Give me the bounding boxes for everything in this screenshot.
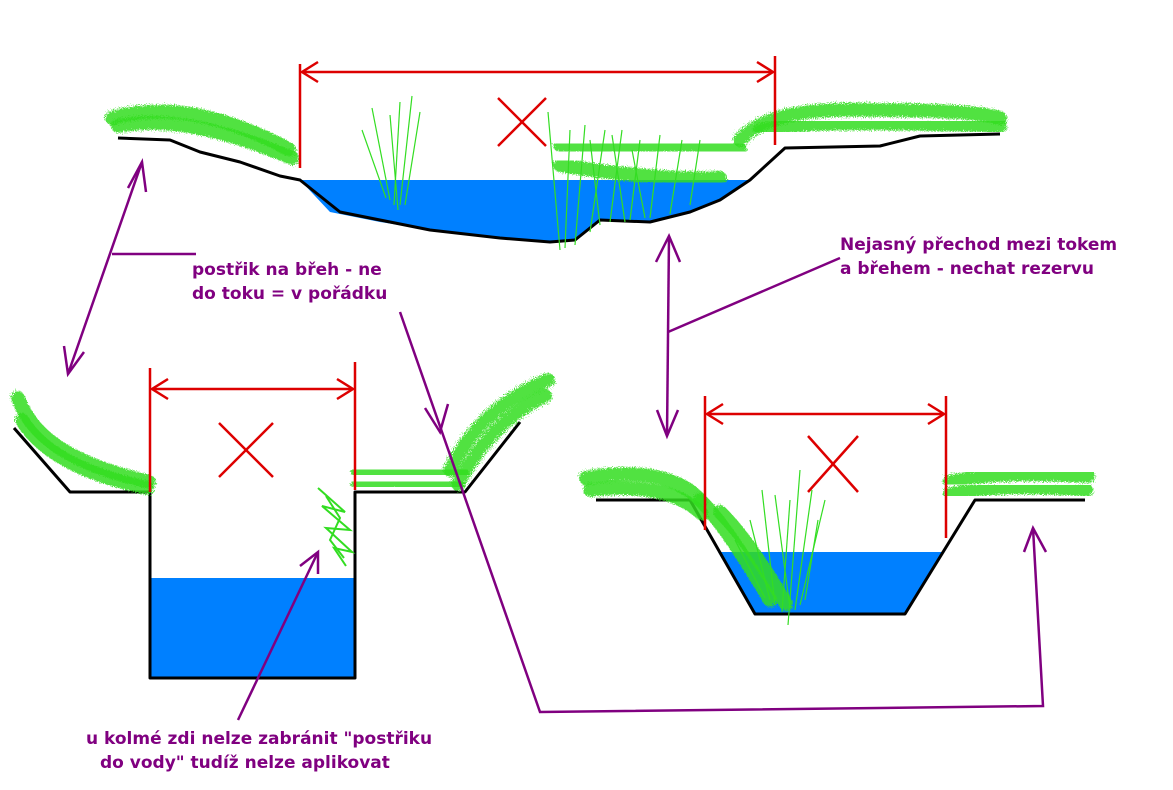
dimension-vertical [148, 362, 357, 492]
label-vertical-wall-line2: do vody" tudíž nelze aplikovat [100, 753, 390, 773]
arrow-unclear-transition [654, 233, 841, 440]
trapezoid-section [579, 396, 1095, 626]
water-vertical [150, 578, 355, 678]
ground-natural [117, 132, 1001, 244]
label-unclear-transition: Nejasný přechod mezi tokem a břehem - ne… [840, 233, 1117, 281]
grass-vertical [11, 373, 555, 495]
dimension-natural [298, 56, 777, 168]
label-unclear-transition-line1: Nejasný přechod mezi tokem [840, 235, 1118, 255]
label-unclear-transition-line2: a břehem - nechat rezervu [840, 259, 1094, 279]
grass-natural [105, 102, 1007, 186]
cross-mark-trapezoid [807, 435, 859, 493]
vertical-wall-section [11, 362, 555, 680]
annotation-arrows [62, 158, 1048, 721]
natural-stream-section [105, 56, 1007, 251]
reeds-trapezoid [734, 469, 826, 626]
cross-mark-natural [497, 97, 547, 147]
cross-mark-vertical [218, 422, 274, 478]
reeds-vertical [317, 487, 356, 567]
arrow-vertical-wall [236, 549, 320, 721]
grass-trapezoid [579, 467, 1095, 611]
label-spray-on-bank-line1: postřik na břeh - ne [192, 260, 382, 280]
ground-vertical [12, 421, 522, 680]
label-spray-on-bank: postřik na břeh - ne do toku = v pořádku [192, 258, 387, 306]
label-vertical-wall-line1: u kolmé zdi nelze zabránit "postřiku [86, 729, 433, 749]
arrow-long-connector [398, 311, 1048, 714]
label-spray-on-bank-line2: do toku = v pořádku [192, 284, 388, 304]
water-natural [300, 180, 750, 242]
reeds-natural [361, 95, 701, 251]
arrow-spray-bank [62, 158, 196, 378]
label-vertical-wall: u kolmé zdi nelze zabránit "postřiku do … [86, 727, 432, 775]
dimension-trapezoid [703, 396, 948, 538]
